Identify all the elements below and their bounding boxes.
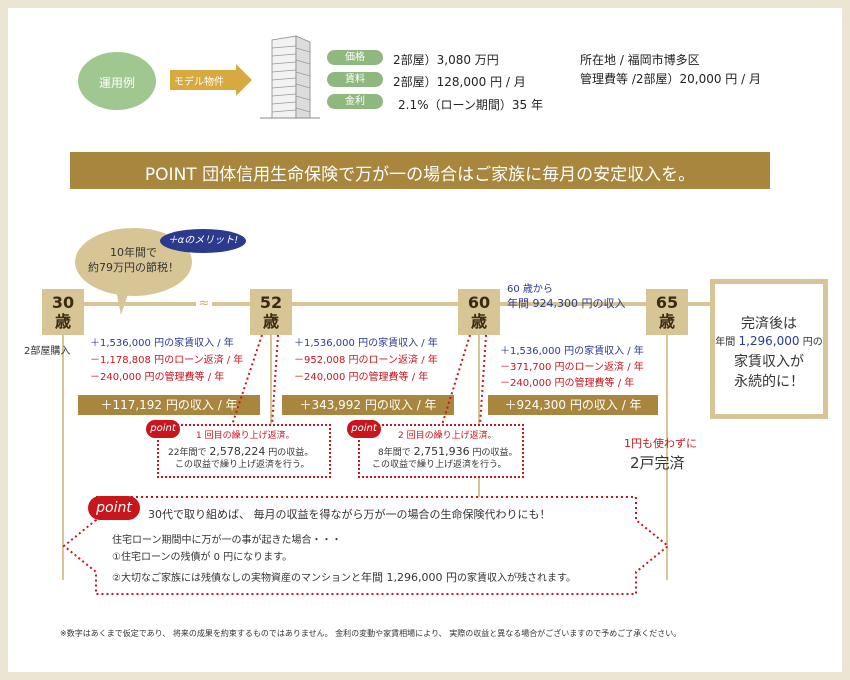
model-arrow-head: [236, 64, 252, 96]
after-year: 年間: [715, 337, 736, 348]
seg2-loan: －952,008 円のローン返済 / 年: [294, 355, 438, 366]
prepay2-point-tag: point: [347, 420, 381, 438]
mgmt-fee-text: 管理費等 /2部屋）20,000 円 / 月: [580, 72, 761, 86]
seg1-total: ＋117,192 円の収入 / 年: [78, 395, 260, 415]
prepay1-amount: 2,578,224: [209, 445, 266, 458]
age-52-num: 52: [259, 293, 283, 312]
timeline-break: ≈: [196, 296, 212, 312]
seg2-mgmt: －240,000 円の管理費等 / 年: [294, 372, 429, 383]
tax-saving-line1: 10年間で: [110, 246, 157, 259]
price-value: 2部屋）3,080 万円: [393, 53, 499, 67]
prepay1-line1: 22年間で 2,578,224 円の収益。: [168, 445, 313, 460]
age-30-box: 30 歳: [42, 289, 84, 335]
age-52-unit: 歳: [262, 312, 279, 331]
timeline-line: [60, 302, 710, 306]
bottom-point-tag: point: [88, 496, 140, 520]
prepay2-years: 8年間で: [378, 448, 411, 458]
prepay1-line2: この収益で繰り上げ返済を行う。: [175, 460, 310, 470]
age-60-num: 60: [467, 293, 491, 312]
point-banner-text: POINT 団体信用生命保険で万が一の場合はご家族に毎月の安定収入を。: [144, 165, 696, 185]
seg3-total: ＋924,300 円の収入 / 年: [488, 395, 658, 415]
merit-badge: ＋αのメリット!: [160, 229, 246, 253]
prepay2-title: 2 回目の繰り上げ返済。: [398, 431, 497, 441]
after-line2: 年間 1,296,000 円の: [710, 333, 828, 348]
model-label: モデル物件: [174, 77, 224, 88]
after-amount: 1,296,000: [738, 334, 800, 348]
prepay2-revenue: 円の収益。: [472, 448, 518, 458]
note60-line1: 60 歳から: [507, 284, 553, 295]
prepay2-line1: 8年間で 2,751,936 円の収益。: [378, 445, 517, 460]
vline-65: [666, 335, 668, 580]
prepay1-revenue: 円の収益。: [268, 448, 314, 458]
age-30-unit: 歳: [54, 312, 71, 331]
example-badge: [78, 52, 156, 110]
complete-big: 2戸完済: [630, 454, 685, 472]
seg1-rent: ＋1,536,000 円の家賃収入 / 年: [90, 338, 234, 349]
rate-value: 2.1%（ローン期間）35 年: [398, 98, 543, 112]
age-65-unit: 歳: [658, 312, 675, 331]
bottom-line1: 住宅ローン期間中に万が一の事が起きた場合・・・: [112, 535, 342, 546]
example-label: 運用例: [98, 76, 135, 90]
prepay1-title: 1 回目の繰り上げ返済。: [196, 431, 295, 441]
tax-saving-line2: 約79万円の節税！: [88, 261, 179, 274]
seg3-mgmt: －240,000 円の管理費等 / 年: [500, 378, 635, 389]
bottom-headline: 30代で取り組めば、 毎月の収益を得ながら万が一の場合の生命保険代わりにも！: [148, 508, 551, 521]
seg2-total: ＋343,992 円の収入 / 年: [282, 395, 454, 415]
prepay2-callout: [358, 424, 524, 478]
age-52-box: 52 歳: [250, 289, 292, 335]
prepay1-point-tag: point: [146, 420, 180, 438]
seg3-loan: －371,700 円のローン返済 / 年: [500, 362, 644, 373]
seg3-rent: ＋1,536,000 円の家賃収入 / 年: [500, 346, 644, 357]
after-yen: 円の: [802, 337, 823, 348]
after-box: [710, 279, 828, 419]
price-pill: 価格: [327, 50, 383, 65]
after-line3: 家賃収入が: [734, 354, 804, 370]
prepay1-callout: [157, 424, 331, 478]
location-text: 所在地 / 福岡市博多区: [580, 53, 700, 67]
rate-pill: 金利: [327, 94, 383, 109]
bottom-line3b: 年間 1,296,000 円: [360, 571, 457, 584]
model-arrow: [170, 70, 236, 90]
age-65-num: 65: [655, 293, 679, 312]
point-banner: [70, 152, 770, 189]
age-60-unit: 歳: [470, 312, 487, 331]
tax-saving-bubble-tail: [115, 285, 131, 315]
rent-pill: 賃料: [327, 72, 383, 87]
bottom-line3c: の家賃収入が残されます。: [456, 573, 576, 584]
bottom-line3a: ②大切なご家族には残債なしの実物資産のマンションと: [112, 573, 361, 584]
rent-value: 2部屋）128,000 円 / 月: [393, 75, 526, 89]
bottom-line3: ②大切なご家族には残債なしの実物資産のマンションと年間 1,296,000 円の…: [112, 571, 576, 585]
after-line4: 永続的に！: [734, 374, 804, 390]
complete-small: 1円も使わずに: [624, 437, 697, 450]
prepay2-amount: 2,751,936: [413, 445, 470, 458]
vline-60: [478, 335, 480, 500]
after-line1: 完済後は: [741, 316, 797, 332]
seg1-mgmt: －240,000 円の管理費等 / 年: [90, 372, 225, 383]
building-icon: [260, 35, 320, 119]
seg1-loan: －1,178,808 円のローン返済 / 年: [90, 355, 244, 366]
age-65-box: 65 歳: [646, 289, 688, 335]
disclaimer: ※数字はあくまで仮定であり、 将来の成果を約束するものではありません。 金利の変…: [60, 629, 682, 638]
vline-52: [270, 335, 272, 445]
age-30-num: 30: [51, 293, 75, 312]
prepay2-line2: この収益で繰り上げ返済を行う。: [372, 460, 507, 470]
purchase-label: 2部屋購入: [24, 346, 71, 357]
seg2-rent: ＋1,536,000 円の家賃収入 / 年: [294, 338, 438, 349]
age-60-box: 60 歳: [458, 289, 500, 335]
note60-line2: 年間 924,300 円の収入: [507, 297, 626, 310]
vline-30: [62, 335, 64, 580]
prepay1-years: 22年間で: [168, 448, 207, 458]
bottom-line2: ①住宅ローンの残債が 0 円になります。: [112, 552, 293, 563]
